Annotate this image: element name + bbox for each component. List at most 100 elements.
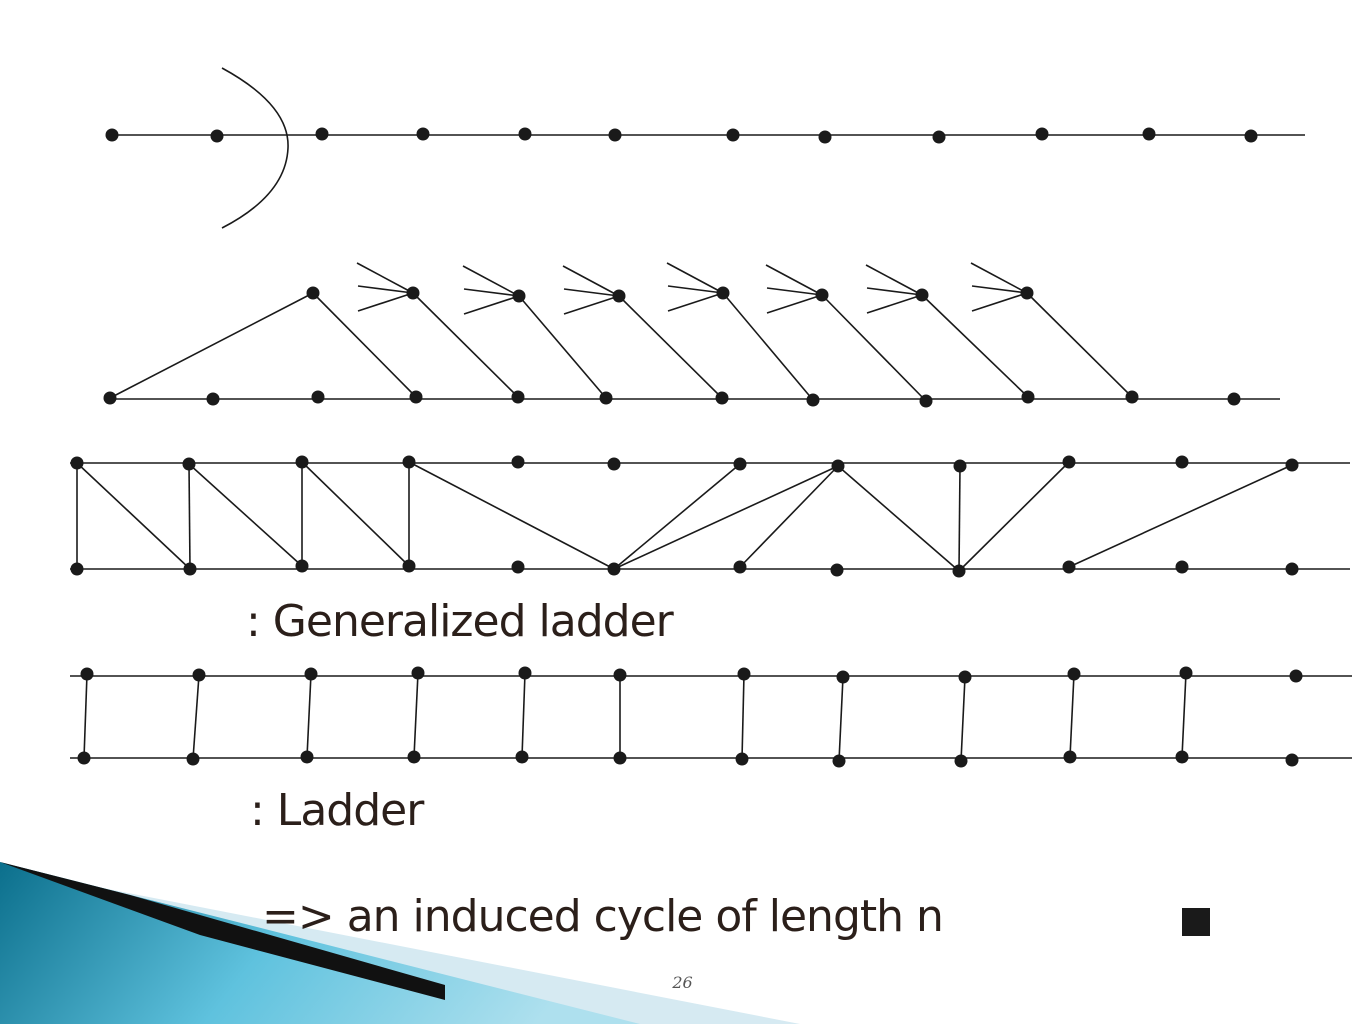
vertex [1289,669,1303,683]
vertex [1035,127,1049,141]
vertex [1175,750,1189,764]
edge [821,294,927,402]
edge [958,465,961,572]
vertex [518,666,532,680]
vertex [77,751,91,765]
vertex [515,750,529,764]
vertex [70,456,84,470]
vertex [915,288,929,302]
edge [518,295,607,399]
vertex [836,670,850,684]
vertex [1062,560,1076,574]
vertex [952,564,966,578]
fan-edge [463,295,520,315]
fan-edge [766,294,823,314]
vertex [599,391,613,405]
vertex [919,394,933,408]
fan-edge [357,285,414,294]
vertex [206,392,220,406]
edge [301,461,410,567]
edge [306,673,312,758]
vertex [831,459,845,473]
vertex [1285,562,1299,576]
edge [1181,672,1187,758]
edge [312,292,417,398]
vertex [192,668,206,682]
edge [837,465,960,572]
fan-edge [462,265,520,297]
vertex [186,752,200,766]
edge [741,673,745,760]
vertex [511,455,525,469]
edge [188,463,303,567]
vertex [953,459,967,473]
vertex [511,390,525,404]
vertex [105,128,119,142]
vertex [735,752,749,766]
vertex [1244,129,1258,143]
vertex [830,563,844,577]
vertex [1067,667,1081,681]
vertex [304,667,318,681]
edge [188,463,191,570]
vertex [954,754,968,768]
page-number: 26 [672,973,693,992]
edge [192,674,200,760]
vertex [613,668,627,682]
fan-edge [562,265,620,297]
vertex [1285,458,1299,472]
vertex [608,128,622,142]
fan-edge [667,285,724,294]
edge [1069,673,1075,758]
vertex [818,130,832,144]
fan-edge [866,294,923,314]
vertex [80,667,94,681]
vertex [607,457,621,471]
vertex [1125,390,1139,404]
vertex [607,562,621,576]
vertex [1175,560,1189,574]
vertex [932,130,946,144]
fan-edge [766,287,823,296]
vertex [1062,455,1076,469]
vertex [406,286,420,300]
vertex [1285,753,1299,767]
vertex [402,455,416,469]
vertex [411,666,425,680]
vertex [183,562,197,576]
vertex [306,286,320,300]
vertex [1179,666,1193,680]
vertex [715,391,729,405]
edge [76,462,191,570]
vertex [311,390,325,404]
edge [739,465,839,568]
fan-edge [666,262,724,294]
vertex [518,127,532,141]
vertex [737,667,751,681]
fan-edge [971,292,1028,312]
fan-edge [970,262,1028,294]
vertex [716,286,730,300]
fan-edge [563,295,620,315]
edge [960,676,966,762]
fan-edge [971,285,1028,294]
vertex [726,128,740,142]
vertex [70,562,84,576]
vertex [300,750,314,764]
fan-edge [463,288,520,297]
vertex [295,455,309,469]
edge [1026,292,1133,398]
vertex [1063,750,1077,764]
vertex [1021,390,1035,404]
edge [722,292,814,401]
vertex [1020,286,1034,300]
vertex [1142,127,1156,141]
vertex [815,288,829,302]
fan-edge [563,288,620,297]
edge [613,465,839,570]
generalized-ladder-caption: : Generalized ladder [246,596,674,647]
edge [838,676,844,762]
edge [109,292,314,399]
edge [1068,464,1293,568]
